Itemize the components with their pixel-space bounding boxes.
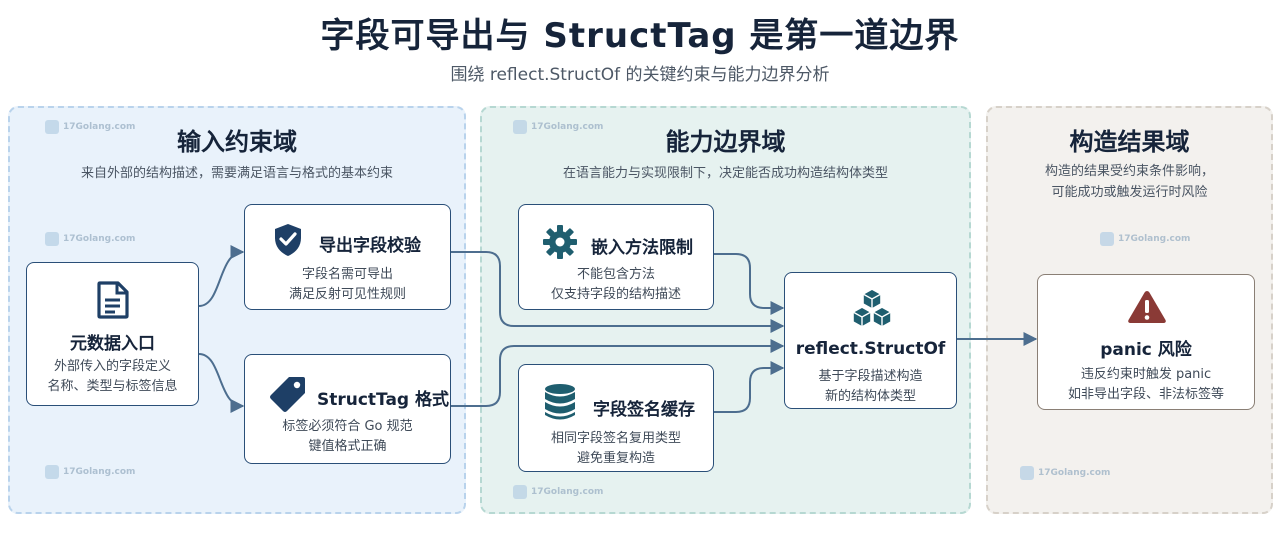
result-zone-desc-line2: 可能成功或触发运行时风险 [1051, 185, 1208, 200]
export-check-title: 导出字段校验 [319, 236, 421, 256]
signature-cache-card: 字段签名缓存 相同字段签名复用类型 避免重复构造 [518, 364, 714, 472]
database-icon [545, 384, 575, 420]
metadata-entry-desc: 外部传入的字段定义 名称、类型与标签信息 [27, 357, 198, 397]
input-zone-title: 输入约束域 [177, 128, 297, 156]
gear-icon [543, 225, 577, 259]
export-check-line1: 字段名需可导出 [301, 267, 393, 282]
structof-desc: 基于字段描述构造 新的结构体类型 [785, 367, 956, 407]
watermark: 17Golang.com [1100, 232, 1190, 246]
metadata-entry-line1: 外部传入的字段定义 [53, 359, 171, 374]
input-zone-desc: 来自外部的结构描述，需要满足语言与格式的基本约束 [80, 166, 393, 181]
export-check-desc: 字段名需可导出 满足反射可见性规则 [245, 265, 450, 305]
metadata-entry-title: 元数据入口 [70, 334, 155, 354]
structtag-format-card: StructTag 格式 标签必须符合 Go 规范 键值格式正确 [244, 354, 451, 464]
result-zone-title: 构造结果域 [1069, 128, 1190, 156]
structof-title: reflect.StructOf [795, 339, 946, 359]
export-check-card: 导出字段校验 字段名需可导出 满足反射可见性规则 [244, 204, 451, 310]
panic-risk-line2: 如非导出字段、非法标签等 [1067, 387, 1224, 402]
watermark-logo-icon [513, 485, 527, 499]
ability-zone-title: 能力边界域 [665, 128, 786, 156]
watermark-logo-icon [45, 232, 59, 246]
metadata-entry-line2: 名称、类型与标签信息 [47, 379, 178, 394]
export-check-line2: 满足反射可见性规则 [288, 287, 406, 302]
structtag-format-line2: 键值格式正确 [308, 439, 387, 454]
structof-line2: 新的结构体类型 [824, 389, 916, 404]
page-title: 字段可导出与 StructTag 是第一道边界 [320, 16, 960, 56]
structtag-format-title: StructTag 格式 [317, 390, 450, 410]
document-icon [97, 281, 129, 319]
embed-limit-line2: 仅支持字段的结构描述 [550, 287, 681, 302]
panic-risk-card: panic 风险 违反约束时触发 panic 如非导出字段、非法标签等 [1037, 274, 1255, 410]
page-subtitle: 围绕 reflect.StructOf 的关键约束与能力边界分析 [450, 65, 830, 85]
embed-limit-line1: 不能包含方法 [576, 267, 655, 282]
watermark: 17Golang.com [45, 120, 135, 134]
watermark: 17Golang.com [513, 485, 603, 499]
ability-zone-desc: 在语言能力与实现限制下，决定能否成功构造结构体类型 [562, 166, 888, 181]
signature-cache-line1: 相同字段签名复用类型 [550, 431, 681, 446]
watermark-logo-icon [1100, 232, 1114, 246]
structtag-format-desc: 标签必须符合 Go 规范 键值格式正确 [245, 417, 450, 457]
result-zone-desc: 构造的结果受约束条件影响， 可能成功或触发运行时风险 [986, 161, 1273, 203]
tag-icon [270, 377, 305, 412]
result-zone-desc-line1: 构造的结果受约束条件影响， [1044, 164, 1214, 179]
structtag-format-line1: 标签必须符合 Go 规范 [282, 419, 413, 434]
watermark: 17Golang.com [513, 120, 603, 134]
signature-cache-line2: 避免重复构造 [576, 451, 655, 466]
panic-risk-line1: 违反约束时触发 panic [1080, 367, 1212, 382]
structof-card: reflect.StructOf 基于字段描述构造 新的结构体类型 [784, 272, 957, 409]
watermark: 17Golang.com [45, 465, 135, 479]
cubes-icon [852, 288, 892, 328]
watermark-logo-icon [1020, 466, 1034, 480]
watermark-logo-icon [45, 120, 59, 134]
watermark-logo-icon [45, 465, 59, 479]
structof-line1: 基于字段描述构造 [818, 369, 923, 384]
watermark-logo-icon [513, 120, 527, 134]
embed-limit-desc: 不能包含方法 仅支持字段的结构描述 [519, 265, 713, 305]
signature-cache-desc: 相同字段签名复用类型 避免重复构造 [519, 429, 713, 469]
embed-limit-card: 嵌入方法限制 不能包含方法 仅支持字段的结构描述 [518, 204, 714, 310]
metadata-entry-card: 元数据入口 外部传入的字段定义 名称、类型与标签信息 [26, 262, 199, 406]
watermark: 17Golang.com [45, 232, 135, 246]
panic-risk-title: panic 风险 [1100, 340, 1192, 360]
shield-check-icon [275, 224, 301, 256]
panic-risk-desc: 违反约束时触发 panic 如非导出字段、非法标签等 [1038, 365, 1254, 405]
embed-limit-title: 嵌入方法限制 [591, 238, 693, 258]
watermark: 17Golang.com [1020, 466, 1110, 480]
signature-cache-title: 字段签名缓存 [593, 400, 695, 420]
warning-icon [1128, 291, 1166, 323]
